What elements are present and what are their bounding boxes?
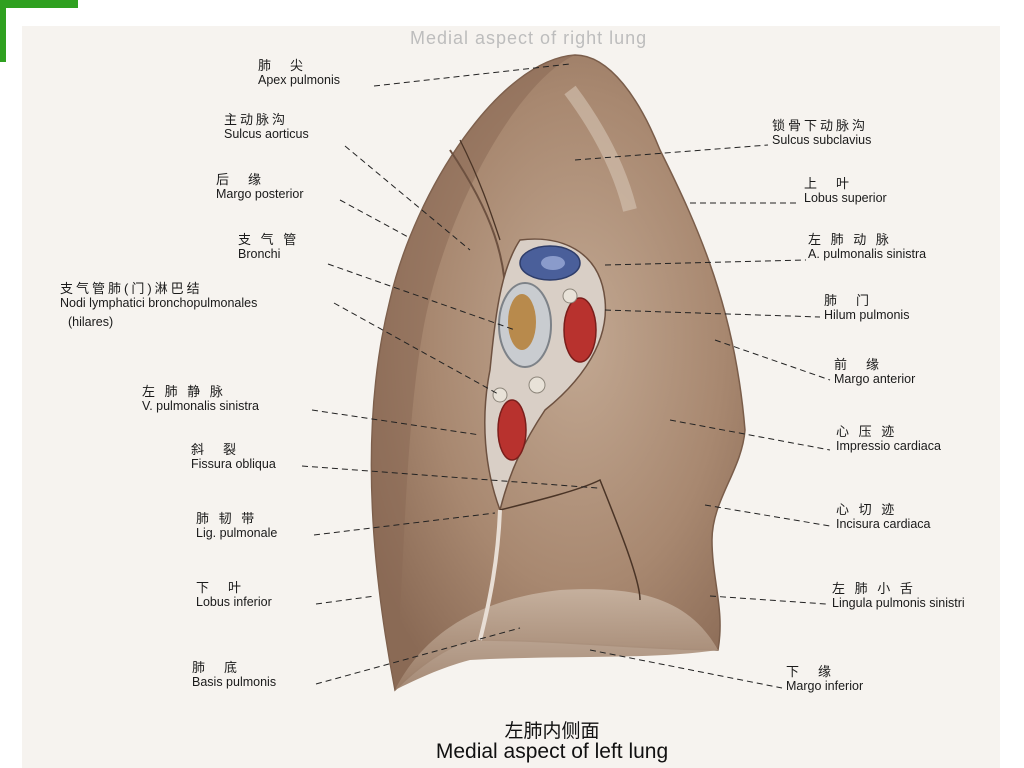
label-impressio-la: Impressio cardiaca <box>836 439 941 453</box>
label-hilum-la: Hilum pulmonis <box>824 308 910 322</box>
label-basis: 肺 底 Basis pulmonis <box>192 660 276 690</box>
label-fissura: 斜 裂 Fissura obliqua <box>191 442 276 472</box>
label-nodi: 支气管肺(门)淋巴结 Nodi lymphatici bronchopulmon… <box>60 281 257 330</box>
label-margo-inf-la: Margo inferior <box>786 679 864 693</box>
label-margo-posterior-zh: 后 缘 <box>216 172 265 187</box>
label-lobus-inf: 下 叶 Lobus inferior <box>196 580 272 610</box>
corner-accent-icon <box>0 0 78 62</box>
label-v-pulm: 左 肺 静 脉 V. pulmonalis sinistra <box>142 384 259 414</box>
label-v-pulm-la: V. pulmonalis sinistra <box>142 399 259 413</box>
label-lingula-la: Lingula pulmonis sinistri <box>832 596 965 610</box>
label-sulcus-subcl-la: Sulcus subclavius <box>772 133 872 147</box>
label-lingula-zh: 左 肺 小 舌 <box>832 581 916 596</box>
label-bronchi-la: Bronchi <box>238 247 281 261</box>
lower-pulmonary-vein-shape <box>497 399 527 461</box>
label-lobus-inf-zh: 下 叶 <box>196 580 245 595</box>
label-margo-inf-zh: 下 缘 <box>786 664 835 679</box>
label-lig: 肺 韧 带 Lig. pulmonale <box>196 511 277 541</box>
label-nodi-la2: (hilares) <box>68 315 114 329</box>
label-incisura: 心 切 迹 Incisura cardiaca <box>836 502 931 532</box>
lymph-node <box>528 376 546 394</box>
label-impressio-zh: 心 压 迹 <box>836 424 898 439</box>
pulmonary-ligament-line <box>478 509 502 641</box>
label-a-pulm: 左 肺 动 脉 A. pulmonalis sinistra <box>808 232 926 262</box>
label-sulcus-aorticus: 主动脉沟 Sulcus aorticus <box>224 112 309 142</box>
label-incisura-la: Incisura cardiaca <box>836 517 931 531</box>
posterior-margin-band <box>371 55 575 690</box>
label-margo-inf: 下 缘 Margo inferior <box>786 664 863 694</box>
label-margo-posterior: 后 缘 Margo posterior <box>216 172 304 202</box>
label-a-pulm-zh: 左 肺 动 脉 <box>808 232 892 247</box>
label-bronchi-zh: 支 气 管 <box>238 232 300 247</box>
label-basis-la: Basis pulmonis <box>192 675 277 689</box>
label-lingula: 左 肺 小 舌 Lingula pulmonis sinistri <box>832 581 965 611</box>
label-margo-ant-zh: 前 缘 <box>834 357 883 372</box>
lung-base-shape <box>395 589 718 690</box>
lymph-node <box>562 288 578 304</box>
label-lobus-sup-zh: 上 叶 <box>804 176 853 191</box>
caption-en: Medial aspect of left lung <box>435 740 669 763</box>
label-lobus-sup: 上 叶 Lobus superior <box>804 176 887 206</box>
sulcus-subclavius-groove <box>564 85 637 212</box>
label-hilum-zh: 肺 门 <box>824 293 873 308</box>
label-margo-ant: 前 缘 Margo anterior <box>834 357 915 387</box>
label-margo-ant-la: Margo anterior <box>834 372 916 386</box>
label-lig-la: Lig. pulmonale <box>196 526 278 540</box>
oblique-fissure-line <box>499 478 641 601</box>
label-hilum: 肺 门 Hilum pulmonis <box>824 293 909 323</box>
label-lobus-sup-la: Lobus superior <box>804 191 887 205</box>
label-margo-posterior-la: Margo posterior <box>216 187 304 201</box>
label-fissura-la: Fissura obliqua <box>191 457 276 471</box>
label-sulcus-aorticus-la: Sulcus aorticus <box>224 127 309 141</box>
label-sulcus-aorticus-zh: 主动脉沟 <box>224 112 289 127</box>
faded-header-title: Medial aspect of right lung <box>410 28 648 48</box>
label-lobus-inf-la: Lobus inferior <box>196 595 272 609</box>
label-sulcus-subcl-zh: 锁骨下动脉沟 <box>772 118 869 133</box>
label-apex-zh: 肺 尖 <box>258 58 307 73</box>
leader-lines <box>301 63 831 689</box>
label-nodi-zh: 支气管肺(门)淋巴结 <box>60 281 203 296</box>
label-a-pulm-la: A. pulmonalis sinistra <box>808 247 927 261</box>
label-bronchi: 支 气 管 Bronchi <box>238 232 299 262</box>
label-fissura-zh: 斜 裂 <box>191 442 240 457</box>
label-apex: 肺 尖 Apex pulmonis <box>258 58 340 88</box>
label-apex-la: Apex pulmonis <box>258 73 340 87</box>
caption-zh: 左肺内侧面 <box>504 721 600 742</box>
label-v-pulm-zh: 左 肺 静 脉 <box>142 384 226 399</box>
label-lig-zh: 肺 韧 带 <box>196 511 258 526</box>
lymph-node <box>492 387 508 403</box>
label-impressio: 心 压 迹 Impressio cardiaca <box>836 424 941 454</box>
label-nodi-la: Nodi lymphatici bronchopulmonales <box>60 296 258 310</box>
label-basis-zh: 肺 底 <box>192 660 241 675</box>
upper-pulmonary-vein-shape <box>563 297 597 363</box>
label-sulcus-subcl: 锁骨下动脉沟 Sulcus subclavius <box>772 118 871 148</box>
label-incisura-zh: 心 切 迹 <box>836 502 898 517</box>
